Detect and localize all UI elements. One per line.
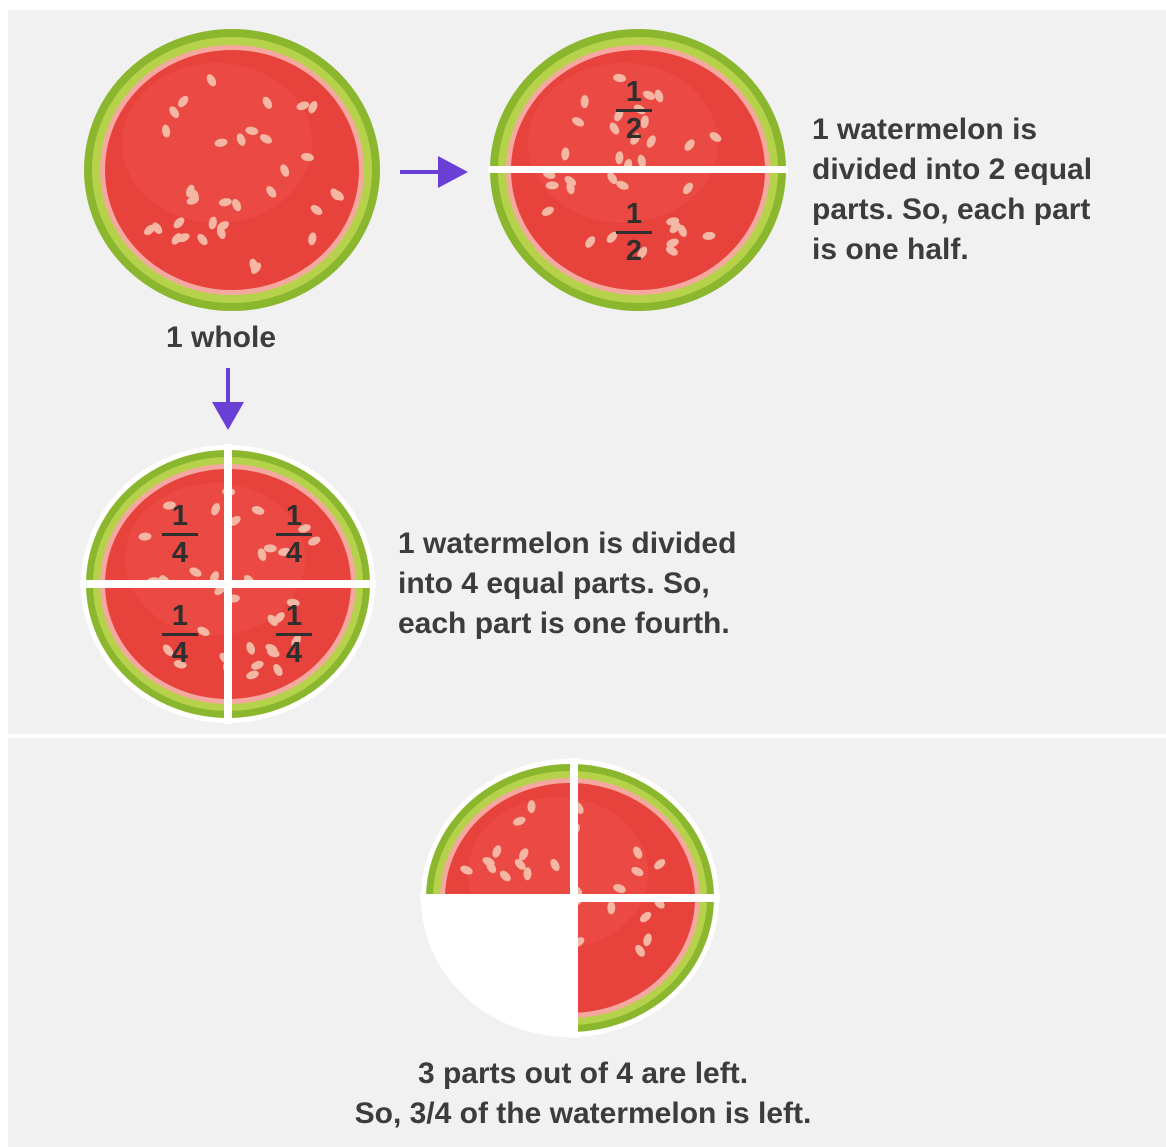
three-quarters-watermelon	[420, 758, 720, 1038]
halved-watermelon	[488, 28, 788, 312]
whole-watermelon	[82, 28, 382, 312]
remaining-caption-line: 3 parts out of 4 are left.	[0, 1054, 1166, 1094]
halves-caption-line: parts. So, each part	[812, 190, 1092, 230]
remaining-caption: 3 parts out of 4 are left. So, 3/4 of th…	[0, 1054, 1166, 1134]
halves-caption: 1 watermelon is divided into 2 equal par…	[812, 110, 1092, 270]
fourths-caption-line: 1 watermelon is divided	[398, 524, 736, 564]
fourths-caption-line: into 4 equal parts. So,	[398, 564, 736, 604]
fourths-caption: 1 watermelon is divided into 4 equal par…	[398, 524, 736, 644]
quartered-watermelon	[80, 444, 376, 724]
whole-label: 1 whole	[166, 318, 276, 358]
halves-caption-line: 1 watermelon is	[812, 110, 1092, 150]
fourths-caption-line: each part is one fourth.	[398, 604, 736, 644]
seed-icon	[546, 181, 559, 189]
halves-caption-line: divided into 2 equal	[812, 150, 1092, 190]
fraction-fourth-top-left: 14	[160, 500, 200, 569]
remaining-caption-line: So, 3/4 of the watermelon is left.	[0, 1094, 1166, 1134]
seed-icon	[607, 901, 615, 914]
halves-caption-line: is one half.	[812, 230, 1092, 270]
arrow-down-icon	[210, 366, 246, 432]
arrow-right-icon	[398, 154, 470, 190]
